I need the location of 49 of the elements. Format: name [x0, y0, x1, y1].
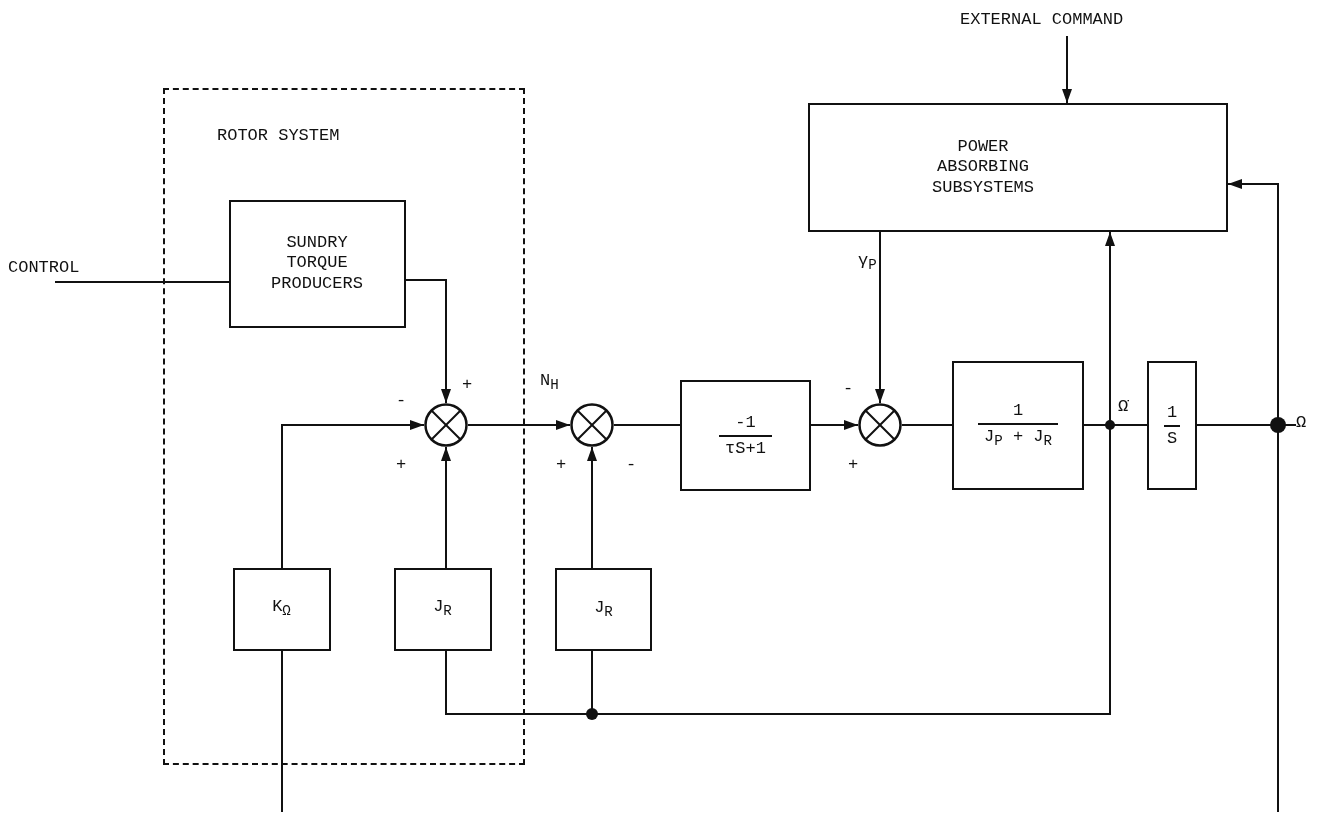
transfer-function-block — [680, 380, 811, 491]
signal-label: N$_{H}$ — [540, 372, 559, 393]
sign-label: + — [556, 456, 567, 473]
block-label: J$_{R}$ — [433, 597, 452, 621]
process-box — [808, 103, 1228, 232]
summing-junction — [570, 403, 614, 447]
block-label: SUNDRY TORQUE PRODUCERS — [270, 232, 364, 295]
block-label: POWER ABSORBING SUBSYSTEMS — [931, 136, 1035, 199]
signal-arrow — [587, 446, 597, 569]
sign-label: - — [396, 392, 407, 409]
signal-line — [613, 424, 681, 426]
block-label: K$_{Ω}$ — [272, 597, 291, 621]
sign-label: + — [462, 376, 473, 393]
signal-line — [901, 424, 953, 426]
numerator: 1 — [978, 401, 1058, 425]
signal-line — [281, 650, 283, 813]
denominator: J$_{P}$ + J$_{R}$ — [983, 425, 1053, 450]
signal-arrow — [441, 446, 451, 569]
input-label: CONTROL — [8, 258, 108, 282]
signal-arrow — [467, 420, 571, 430]
signal-arrow — [405, 279, 451, 404]
gain-block — [232, 567, 331, 651]
signal-label: Ω̇ — [1118, 398, 1129, 415]
gain-block — [393, 567, 492, 651]
signal-arrow — [875, 231, 885, 404]
sign-label: + — [848, 456, 859, 473]
input-label: EXTERNAL COMMAND — [960, 10, 1175, 36]
signal-arrow — [281, 420, 425, 569]
group-title: ROTOR SYSTEM — [217, 126, 340, 147]
signal-line — [54, 281, 230, 283]
summing-junction — [858, 403, 902, 447]
denominator: S — [1165, 427, 1179, 449]
signal-arrow — [1062, 35, 1072, 104]
summing-junction — [423, 402, 468, 447]
gain-block — [555, 568, 652, 651]
denominator: τS+1 — [724, 437, 767, 459]
integrator-block — [1147, 361, 1197, 490]
sign-label: - — [843, 380, 854, 397]
sign-label: + — [396, 456, 407, 473]
transfer-function-block — [952, 361, 1084, 490]
numerator: 1 — [1163, 402, 1181, 427]
output-label: Ω — [1296, 413, 1310, 437]
block-label: J$_{R}$ — [594, 597, 613, 622]
numerator: -1 — [719, 412, 772, 437]
signal-arrow — [810, 420, 859, 430]
process-box — [228, 199, 406, 328]
signal-label: γ$_{P}$ — [858, 252, 877, 273]
sign-label: - — [626, 456, 637, 473]
subsystem-boundary — [163, 88, 525, 765]
